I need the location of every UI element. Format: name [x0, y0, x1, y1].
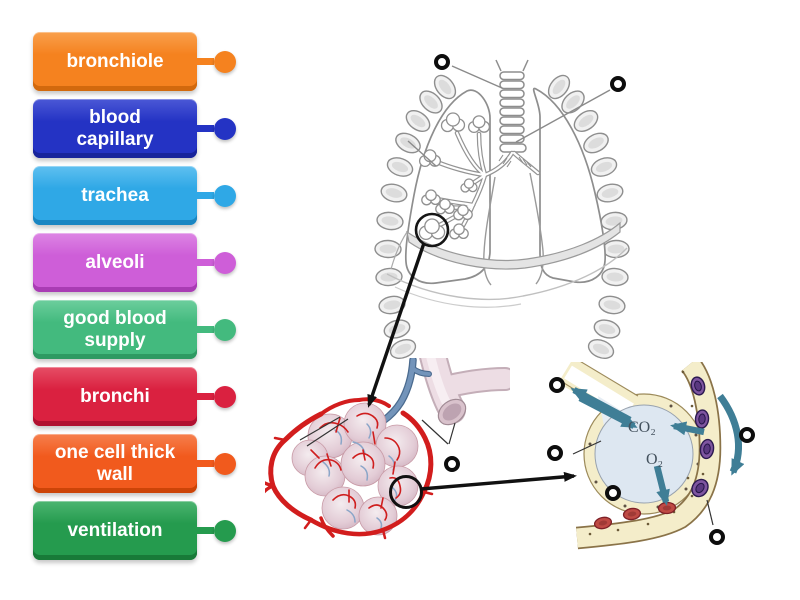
- lungs-diagram-image: [374, 59, 630, 359]
- label-chip-stem: [197, 125, 214, 132]
- label-chip-box: bronchi: [33, 367, 197, 426]
- label-chip-box: one cell thick wall: [33, 434, 197, 493]
- label-chip-stem: [197, 393, 214, 400]
- air-in-arrow-icon: [578, 395, 638, 429]
- label-chip-stem: [197, 259, 214, 266]
- label-chip-knob: [214, 50, 236, 73]
- alveoli-cluster-image: [265, 358, 510, 540]
- drop-target-1[interactable]: [434, 54, 450, 70]
- label-chip-6[interactable]: one cell thick wall: [33, 434, 236, 493]
- label-chip-knob: [214, 519, 236, 542]
- trachea-icon: [495, 59, 529, 153]
- label-chip-box: blood capillary: [33, 99, 197, 158]
- label-chip-box: bronchiole: [33, 32, 197, 91]
- label-chip-1[interactable]: blood capillary: [33, 99, 236, 158]
- label-chip-5[interactable]: bronchi: [33, 367, 236, 426]
- label-chip-text: ventilation: [67, 519, 163, 541]
- label-chip-box: good blood supply: [33, 300, 197, 359]
- white-blood-cells-icon: [690, 376, 715, 498]
- blood-flow-arrow-icon: [717, 393, 745, 476]
- label-chip-text: bronchiole: [66, 50, 164, 72]
- label-chip-text: good blood supply: [63, 308, 167, 351]
- bronchiole-tube-icon: [419, 358, 510, 426]
- o2-label: O₂: [646, 451, 663, 468]
- label-chip-knob: [214, 385, 236, 408]
- drop-target-8[interactable]: [709, 529, 725, 545]
- mediastinum-outline: [483, 172, 544, 286]
- label-chip-box: ventilation: [33, 501, 197, 560]
- label-chip-knob: [214, 318, 236, 341]
- label-chip-stem: [197, 527, 214, 534]
- label-chip-stem: [197, 58, 214, 65]
- drop-target-2[interactable]: [610, 76, 626, 92]
- gas-exchange-image: CO₂ O₂: [555, 362, 745, 550]
- label-chip-3[interactable]: alveoli: [33, 233, 236, 292]
- o2-arrow-icon: [653, 465, 670, 506]
- label-chip-4[interactable]: good blood supply: [33, 300, 236, 359]
- label-chip-text: blood capillary: [76, 107, 154, 150]
- label-chip-text: one cell thick wall: [54, 442, 176, 485]
- label-chip-text: alveoli: [85, 251, 145, 273]
- drop-target-4[interactable]: [549, 377, 565, 393]
- red-capillary-web-icon: [310, 412, 402, 521]
- drop-target-3[interactable]: [444, 456, 460, 472]
- label-chip-knob: [214, 251, 236, 274]
- label-chip-stem: [197, 460, 214, 467]
- drop-target-5[interactable]: [547, 445, 563, 461]
- co2-arrow-icon: [670, 421, 705, 436]
- drop-target-7[interactable]: [739, 427, 755, 443]
- gas-flow-arrows-icon: [570, 387, 745, 506]
- label-chip-knob: [214, 452, 236, 475]
- label-chip-knob: [214, 117, 236, 140]
- drop-target-6[interactable]: [605, 485, 621, 501]
- label-chip-7[interactable]: ventilation: [33, 501, 236, 560]
- label-chip-2[interactable]: trachea: [33, 166, 236, 225]
- label-chip-stem: [197, 192, 214, 199]
- label-chip-0[interactable]: bronchiole: [33, 32, 236, 91]
- label-chip-box: trachea: [33, 166, 197, 225]
- label-chip-box: alveoli: [33, 233, 197, 292]
- word-bank: bronchiole blood capillary trachea alveo…: [33, 32, 236, 560]
- label-chip-text: bronchi: [80, 385, 150, 407]
- label-chip-knob: [214, 184, 236, 207]
- red-blood-cells-icon: [593, 501, 677, 530]
- label-chip-text: trachea: [81, 184, 149, 206]
- co2-label: CO₂: [628, 419, 656, 436]
- label-chip-stem: [197, 326, 214, 333]
- alveoli-sacs-icon: [291, 402, 419, 536]
